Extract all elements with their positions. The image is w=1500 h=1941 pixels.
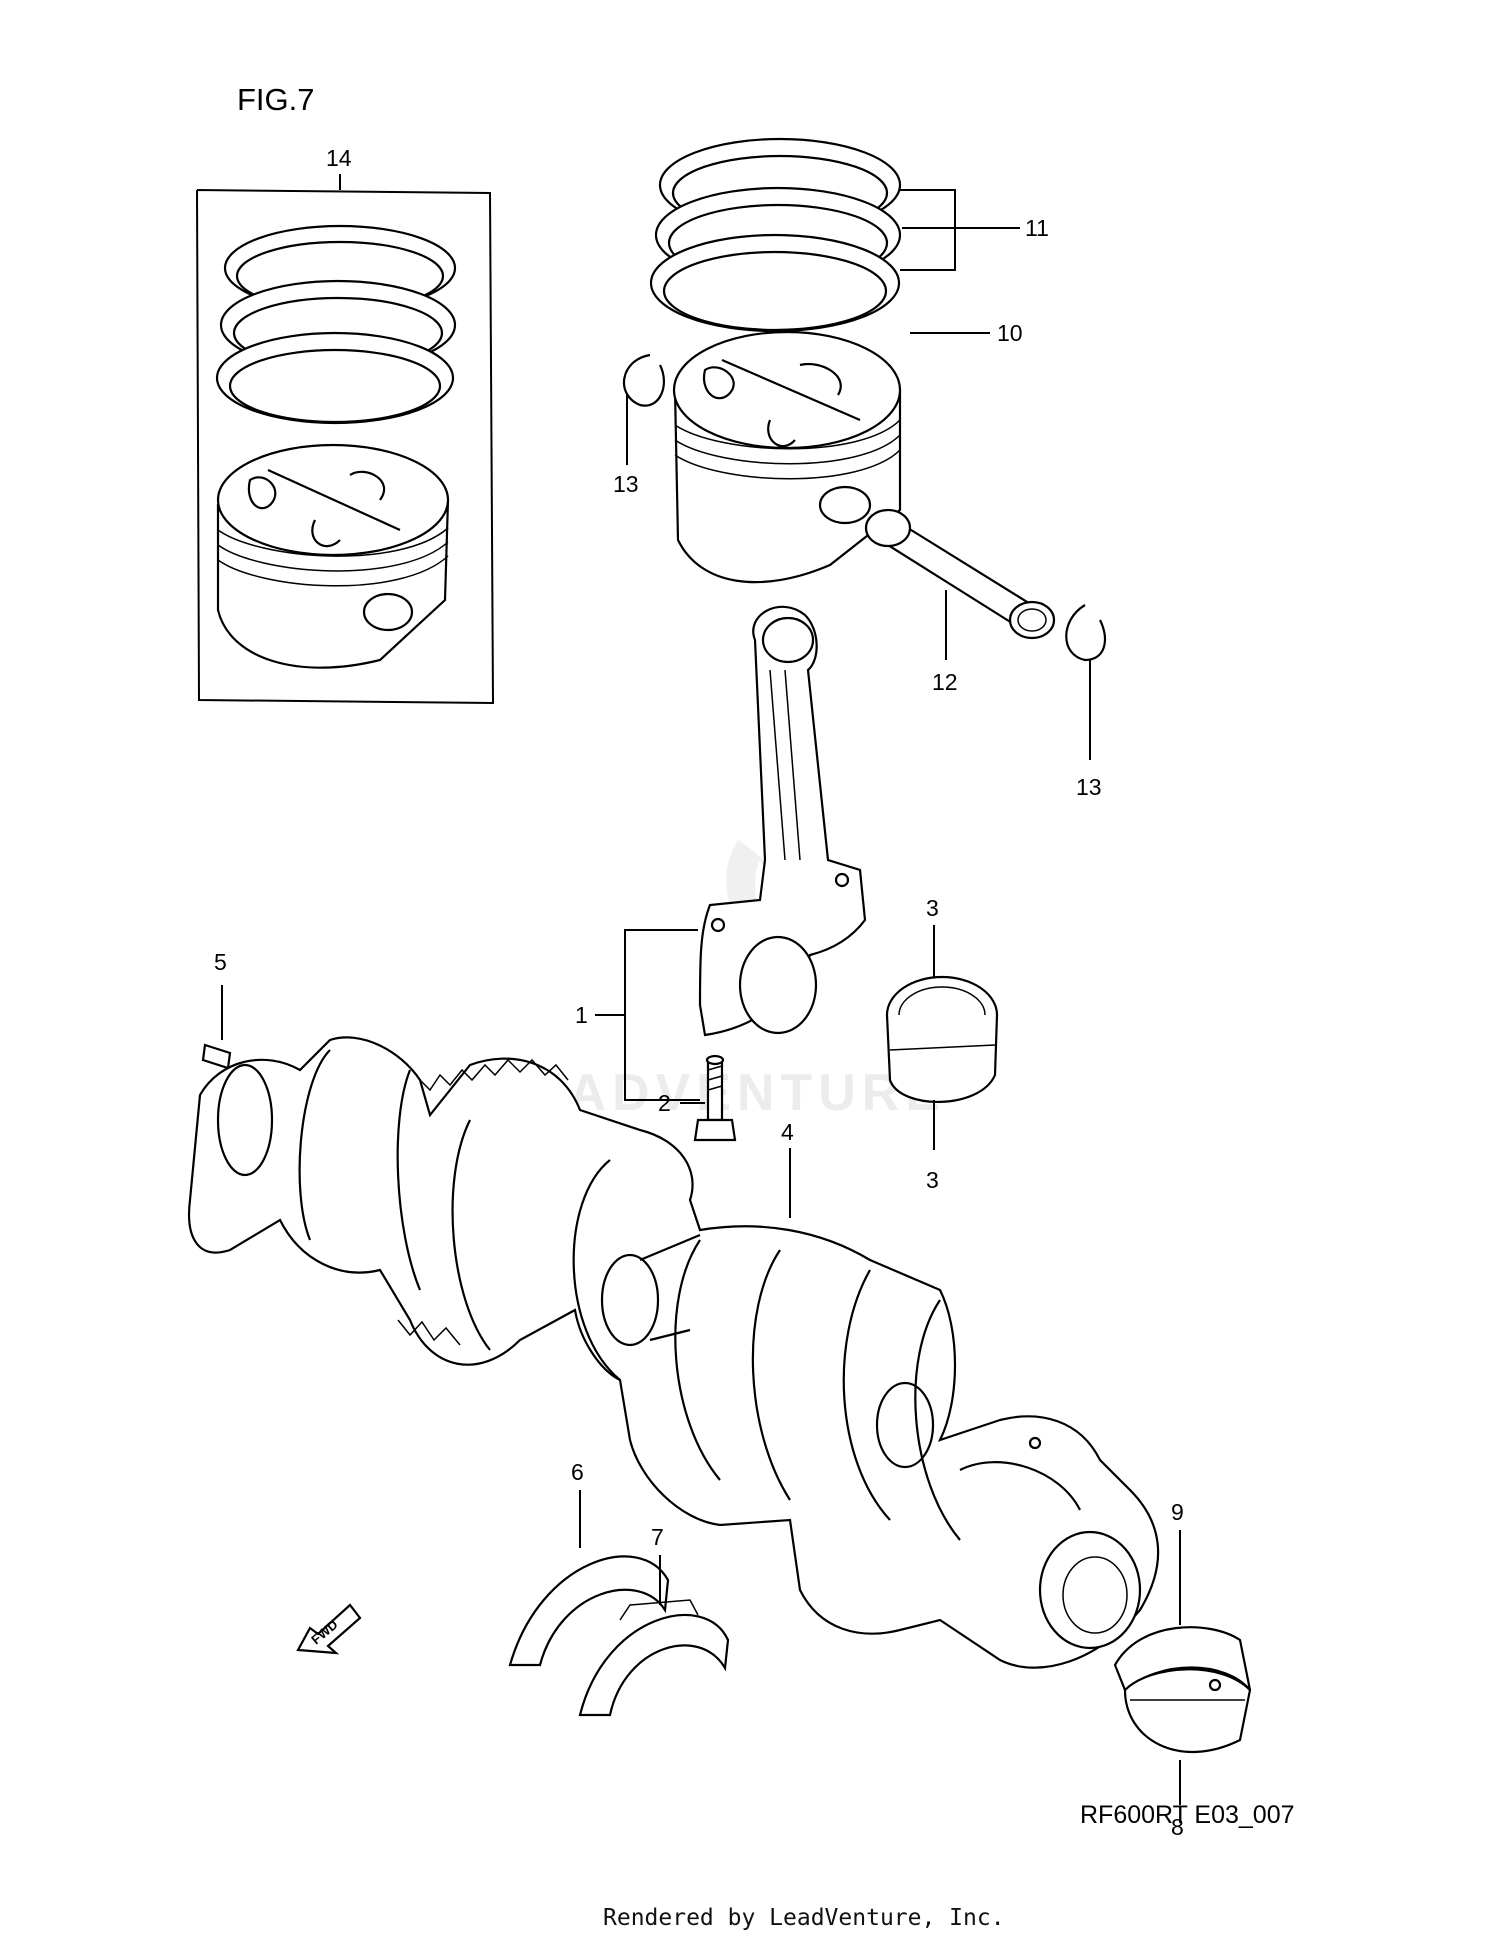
callout-3-top: 3	[926, 895, 939, 921]
connecting-rod	[698, 605, 867, 1037]
callout-13-left: 13	[613, 471, 639, 497]
callout-12: 12	[932, 669, 958, 695]
callout-6: 6	[571, 1459, 584, 1485]
callout-7: 7	[651, 1524, 664, 1550]
circlip-left	[622, 353, 665, 407]
footer-credit: Rendered by LeadVenture, Inc.	[603, 1905, 1005, 1931]
callout-1: 1	[575, 1002, 588, 1028]
figure-code: RF600RT E03_007	[1080, 1801, 1295, 1829]
callout-11: 11	[1025, 215, 1049, 241]
callout-13-right: 13	[1076, 774, 1102, 800]
callout-2: 2	[658, 1090, 671, 1116]
callout-10: 10	[997, 320, 1023, 346]
callout-14: 14	[326, 145, 352, 171]
piston	[672, 330, 902, 584]
callout-8: 8	[1171, 1814, 1184, 1840]
callout-4: 4	[781, 1119, 794, 1145]
piston-rings	[649, 137, 902, 333]
callout-5: 5	[214, 949, 227, 975]
main-bearing	[1113, 1626, 1252, 1754]
crankshaft	[187, 1036, 1160, 1669]
thrust-washer-7	[578, 1599, 730, 1717]
circlip-right	[1065, 604, 1107, 662]
thrust-washer-6	[508, 1555, 670, 1667]
con-rod-bearing	[885, 975, 999, 1103]
fwd-arrow-icon: FWD	[296, 1603, 362, 1655]
dowel-pin	[201, 1043, 232, 1070]
piston-kit-box: 14	[196, 145, 495, 705]
piston-pin	[864, 508, 1056, 640]
callout-9: 9	[1171, 1499, 1184, 1525]
callout-3-bottom: 3	[926, 1167, 939, 1193]
con-rod-bolt	[693, 1054, 737, 1142]
figure-title: FIG.7	[237, 82, 315, 117]
